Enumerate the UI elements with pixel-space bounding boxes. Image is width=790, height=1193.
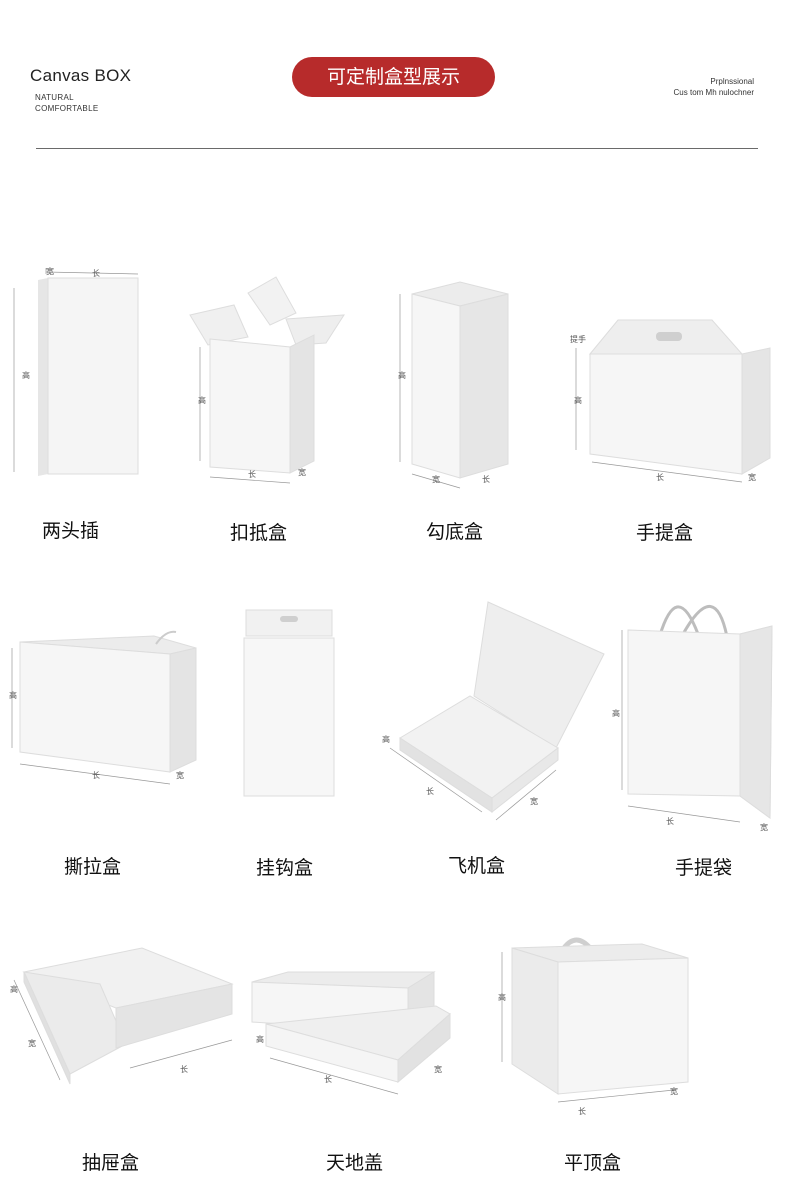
dimension-label: 长: [180, 1064, 188, 1074]
dimension-label: 高: [382, 734, 390, 744]
product-image-drawer-box: 高 宽 长: [10, 947, 234, 1085]
product-label-snap-lock-box: 扣抵盒: [230, 522, 288, 544]
product-image-mailer-box: 高 长 宽: [382, 601, 605, 821]
dimension-label: 宽: [432, 474, 440, 484]
dimension-label: 宽: [28, 1038, 36, 1048]
right-tagline-2: Cus tom Mh nulochner: [673, 88, 754, 97]
product-image-lid-and-base-box: 高 长 宽: [251, 971, 451, 1095]
dimension-label: 高: [398, 370, 406, 380]
dimension-label: 宽: [434, 1064, 442, 1074]
dimension-label: 长: [324, 1074, 332, 1084]
product-label-paper-bag: 手提袋: [675, 857, 733, 879]
dimension-label: 长: [92, 770, 100, 780]
brand-tagline-comfortable: COMFORTABLE: [35, 104, 99, 113]
product-image-paper-bag: 高 长 宽: [612, 605, 773, 832]
brand-tagline-natural: NATURAL: [35, 93, 74, 102]
product-image-hang-tab-box: [243, 609, 335, 797]
header-divider: [36, 148, 758, 149]
dimension-label: 长: [578, 1106, 586, 1116]
dimension-label: 高: [498, 992, 506, 1002]
dim-width-label: 宽: [46, 266, 54, 276]
dimension-label: 长: [656, 472, 664, 482]
product-label-crash-lock-bottom: 勾底盒: [426, 521, 484, 543]
dimension-label: 长: [666, 816, 674, 826]
dimension-label: 长: [426, 786, 434, 796]
product-label-tear-strip-box: 撕拉盒: [64, 856, 122, 878]
dim-height-label: 高: [22, 370, 30, 380]
product-image-tear-strip-box: 高 长 宽: [9, 630, 197, 785]
dim-length-label: 长: [92, 268, 100, 278]
dimension-label: 高: [574, 395, 582, 405]
dimension-label: 宽: [760, 822, 768, 832]
product-label-handle-box: 手提盒: [636, 522, 694, 544]
dimension-label: 高: [9, 690, 17, 700]
dimension-label: 长: [482, 474, 490, 484]
dimension-label: 宽: [670, 1086, 678, 1096]
dimension-label: 宽: [176, 770, 184, 780]
product-label-hang-tab-box: 挂钩盒: [256, 857, 314, 879]
product-label-mailer-box: 飞机盒: [448, 855, 506, 877]
dimension-label: 提手: [570, 334, 586, 344]
product-label-flat-top-box: 平顶盒: [564, 1152, 622, 1174]
product-image-crash-lock-bottom: 高 宽 长: [398, 281, 509, 489]
dimension-label: 高: [10, 984, 18, 994]
product-image-two-end-tuck: 高 宽 长: [13, 266, 139, 476]
brand-title: Canvas BOX: [30, 66, 132, 85]
dimension-label: 高: [198, 395, 206, 405]
product-label-drawer-box: 抽屉盒: [82, 1152, 140, 1174]
product-image-snap-lock-box: 高 长 宽: [189, 276, 345, 484]
product-image-flat-top-box: 高 长 宽: [498, 937, 689, 1116]
page-title-pill: 可定制盒型展示: [292, 57, 495, 97]
dimension-label: 宽: [748, 472, 756, 482]
dimension-label: 宽: [530, 796, 538, 806]
right-tagline-1: Prplnssional: [710, 77, 754, 86]
product-image-handle-box: 提手 高 长 宽: [570, 319, 771, 483]
product-label-lid-and-base-box: 天地盖: [326, 1152, 384, 1174]
dimension-label: 高: [256, 1034, 264, 1044]
product-label-two-end-tuck: 两头插: [42, 520, 100, 542]
dimension-label: 宽: [298, 467, 306, 477]
dimension-label: 高: [612, 708, 620, 718]
dimension-label: 长: [248, 469, 256, 479]
